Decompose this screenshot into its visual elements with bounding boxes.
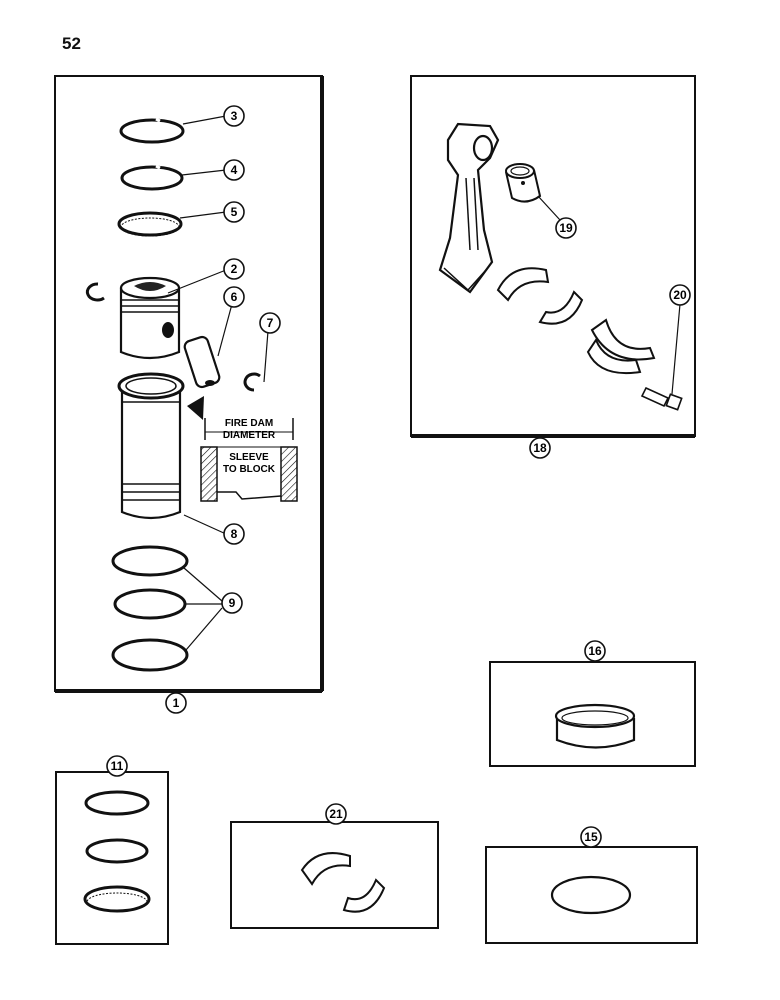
callout-circle-11 xyxy=(106,755,128,777)
label-sleeve: SLEEVE xyxy=(229,452,269,463)
ring-set-middle xyxy=(85,838,149,864)
callout-circle-21 xyxy=(325,803,347,825)
callout-8: 8 xyxy=(231,527,238,541)
piston-pin-retainer-right xyxy=(243,372,261,392)
ring-set-oil xyxy=(83,885,151,913)
callout-circle-9 xyxy=(221,592,243,614)
callout-1: 1 xyxy=(173,696,180,710)
callout-20: 20 xyxy=(673,288,687,302)
rod-bearing-lower xyxy=(538,290,584,325)
ring-set-top xyxy=(84,790,150,816)
callout-19: 19 xyxy=(559,221,573,235)
sleeve-packing-ring-top xyxy=(111,545,189,577)
callout-16: 16 xyxy=(588,644,602,658)
callout-circle-4 xyxy=(223,159,245,181)
callout-11: 11 xyxy=(111,759,124,773)
compression-ring-second xyxy=(120,164,184,191)
callout-circle-20 xyxy=(669,284,691,306)
sleeve-packing-ring-middle xyxy=(113,588,187,620)
o-ring xyxy=(550,875,632,915)
callout-circle-5 xyxy=(223,201,245,223)
label-diameter: DIAMETER xyxy=(223,430,276,441)
callout-circle-8 xyxy=(223,523,245,545)
panel-o-ring xyxy=(485,846,698,944)
callout-circle-7 xyxy=(259,312,281,334)
callout-circle-16 xyxy=(584,640,606,662)
callout-5: 5 xyxy=(231,205,238,219)
sleeve-band xyxy=(554,703,636,749)
callout-circle-3 xyxy=(223,105,245,127)
callout-circle-1 xyxy=(165,692,187,714)
leader-lines-panel-1 xyxy=(167,115,269,651)
sleeve-packing-ring-bottom xyxy=(111,638,189,672)
piston-pin-retainer-left xyxy=(85,282,105,302)
callout-9: 9 xyxy=(229,596,236,610)
panel-piston-ring-set xyxy=(55,771,169,945)
connecting-rod xyxy=(438,122,500,294)
callout-4: 4 xyxy=(231,163,238,177)
leader-lines-panel-18 xyxy=(537,195,681,395)
fire-dam-pointer xyxy=(187,396,204,420)
callout-circle-15 xyxy=(580,826,602,848)
label-fire-dam: FIRE DAM xyxy=(225,418,273,429)
piston-pin xyxy=(183,335,221,389)
compression-ring-top xyxy=(119,117,185,144)
panel-sleeve-ring-16 xyxy=(489,661,696,767)
panel-connecting-rod-kit xyxy=(410,75,696,438)
callout-7: 7 xyxy=(267,316,274,330)
callout-18: 18 xyxy=(533,441,547,455)
label-to-block: TO BLOCK xyxy=(223,464,276,475)
callout-circle-19 xyxy=(555,217,577,239)
rod-bearing-upper xyxy=(496,267,550,302)
piston-pin-bushing xyxy=(505,163,542,203)
callout-circle-2 xyxy=(223,258,245,280)
callout-3: 3 xyxy=(231,109,238,123)
piston xyxy=(119,276,181,360)
panel-bearing-set xyxy=(230,821,439,929)
bearing-shell-upper xyxy=(300,852,351,886)
oil-control-ring xyxy=(117,211,183,237)
bearing-shell-lower xyxy=(342,878,386,913)
page-number: 52 xyxy=(62,34,81,53)
callout-21: 21 xyxy=(329,807,343,821)
callout-2: 2 xyxy=(231,262,238,276)
callout-15: 15 xyxy=(584,830,598,844)
cylinder-sleeve xyxy=(117,372,185,520)
connecting-rod-bolt xyxy=(640,386,683,411)
connecting-rod-cap xyxy=(586,318,656,375)
callout-circle-6 xyxy=(223,286,245,308)
sleeve-cross-section xyxy=(200,418,298,502)
callout-circle-18 xyxy=(529,437,551,459)
panel-piston-sleeve-kit: FIRE DAM DIAMETER SLEEVE TO BLOCK xyxy=(54,75,324,693)
callout-6: 6 xyxy=(231,290,238,304)
